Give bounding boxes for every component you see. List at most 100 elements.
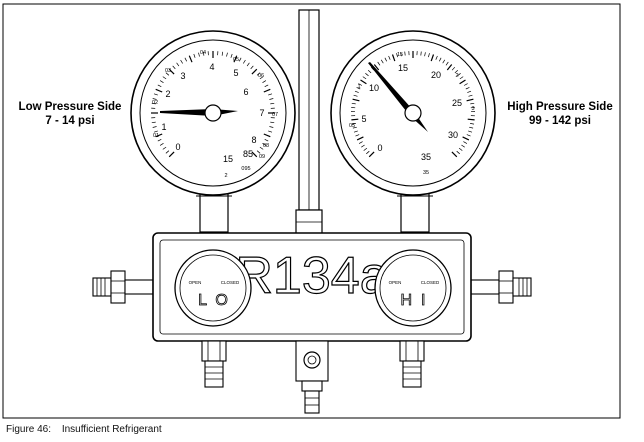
dial-tick	[246, 62, 250, 67]
dial-tick	[356, 87, 361, 90]
dial-tick	[151, 121, 156, 124]
dial-tick	[463, 141, 468, 144]
high-gauge-label-5: 5	[361, 114, 366, 124]
low-gauge-sub-07: 07	[272, 112, 278, 118]
low-knob-closed: CLOSED	[221, 280, 240, 285]
low-gauge-label-4: 4	[209, 62, 214, 72]
dial-tick	[454, 69, 459, 74]
dial-tick	[151, 102, 156, 105]
dial-tick	[352, 126, 357, 129]
low-gauge-sub-2: 2	[224, 173, 227, 179]
dial-tick	[388, 55, 391, 60]
dial-tick	[184, 57, 188, 62]
dial-tick	[262, 143, 267, 146]
high-pressure-gauge: 15 20 25 30 35 0 5 10 2 3 35 05 1 15	[330, 30, 496, 196]
dial-tick	[438, 57, 442, 62]
high-gauge-sub-3: 3	[471, 106, 474, 112]
dial-tick	[459, 79, 466, 85]
dial-tick	[451, 66, 456, 71]
left-side-fitting	[92, 270, 154, 304]
dial-tick	[468, 130, 473, 133]
dial-tick	[384, 57, 388, 62]
figure-title: Insufficient Refrigerant	[61, 424, 162, 435]
high-side-label: High Pressure Side	[507, 101, 612, 113]
dial-tick	[269, 98, 274, 100]
dial-tick	[363, 147, 368, 151]
high-knob-open: OPEN	[389, 280, 402, 285]
dial-tick	[268, 93, 273, 96]
high-gauge-ticks	[350, 51, 476, 158]
low-gauge-label-85: 85	[243, 149, 253, 159]
dial-tick	[458, 147, 463, 151]
low-gauge-label-3: 3	[180, 71, 185, 81]
low-gauge-label-5: 5	[233, 68, 238, 78]
low-gauge-label-2: 2	[165, 89, 170, 99]
dial-tick	[456, 150, 460, 155]
dial-tick	[155, 88, 163, 93]
dial-tick	[435, 55, 438, 60]
dial-tick	[358, 83, 363, 86]
dial-tick	[356, 136, 364, 141]
dial-tick	[270, 121, 275, 124]
dial-tick	[172, 65, 176, 70]
dial-tick	[358, 141, 363, 144]
high-gauge-sub-2: 2	[455, 73, 458, 79]
dial-tick	[467, 118, 475, 121]
dial-tick	[230, 53, 233, 58]
dial-tick	[445, 61, 449, 66]
dial-tick	[467, 90, 472, 93]
dial-tick	[352, 98, 360, 102]
dial-tick	[165, 150, 170, 154]
high-gauge-label-20: 20	[431, 70, 441, 80]
dial-tick	[202, 51, 205, 56]
high-knob-letters: H I	[401, 292, 426, 309]
dial-tick	[446, 64, 453, 71]
right-side-fitting	[470, 270, 532, 304]
dial-tick	[243, 59, 246, 64]
dial-tick	[226, 52, 228, 57]
high-gauge-label-15: 15	[398, 63, 408, 73]
dial-tick	[264, 84, 269, 88]
dial-tick	[238, 57, 242, 62]
dial-tick	[233, 55, 238, 63]
dial-tick	[198, 52, 200, 57]
manifold-refrigerant-label: R134a	[235, 247, 388, 305]
dial-tick	[463, 83, 468, 86]
figure-number: Figure 46:	[6, 424, 52, 435]
low-gauge-sub-05: 05	[233, 57, 239, 63]
center-hose	[295, 9, 323, 235]
low-gauge-sub-09: 09	[259, 154, 265, 160]
dial-tick	[360, 79, 367, 85]
low-pressure-gauge: 4 5 6 7 8 85 15 0 1 2 3 05 06 07 08 09 0…	[130, 30, 296, 196]
dial-tick	[380, 59, 384, 64]
dial-tick	[157, 138, 162, 142]
dial-tick	[367, 69, 372, 74]
high-bottom-fitting	[399, 340, 425, 388]
figure-caption: Figure 46: Insufficient Refrigerant	[6, 424, 170, 435]
dial-tick	[168, 151, 175, 158]
dial-tick	[404, 51, 406, 56]
low-gauge-label-15: 15	[223, 154, 233, 164]
dial-tick	[193, 53, 196, 58]
dial-tick	[162, 76, 167, 80]
low-side-label: Low Pressure Side	[19, 101, 122, 113]
high-side-valve-knob: OPEN CLOSED H I	[374, 249, 452, 327]
high-gauge-label-35: 35	[421, 152, 431, 162]
dial-tick	[355, 134, 360, 137]
dial-tick	[459, 76, 464, 80]
dial-tick	[268, 130, 273, 133]
low-gauge-sub-04: 04	[200, 50, 206, 56]
low-gauge-sub-08: 08	[263, 143, 269, 149]
dial-tick	[368, 151, 375, 158]
figure-frame	[2, 3, 621, 419]
dial-tick	[442, 59, 446, 64]
dial-tick	[466, 98, 474, 102]
dial-tick	[263, 88, 271, 93]
dial-tick	[157, 84, 162, 88]
dial-tick	[259, 76, 264, 80]
dial-tick	[461, 144, 465, 148]
dial-tick	[451, 151, 458, 158]
dial-tick	[250, 65, 254, 70]
dial-tick	[155, 133, 163, 138]
